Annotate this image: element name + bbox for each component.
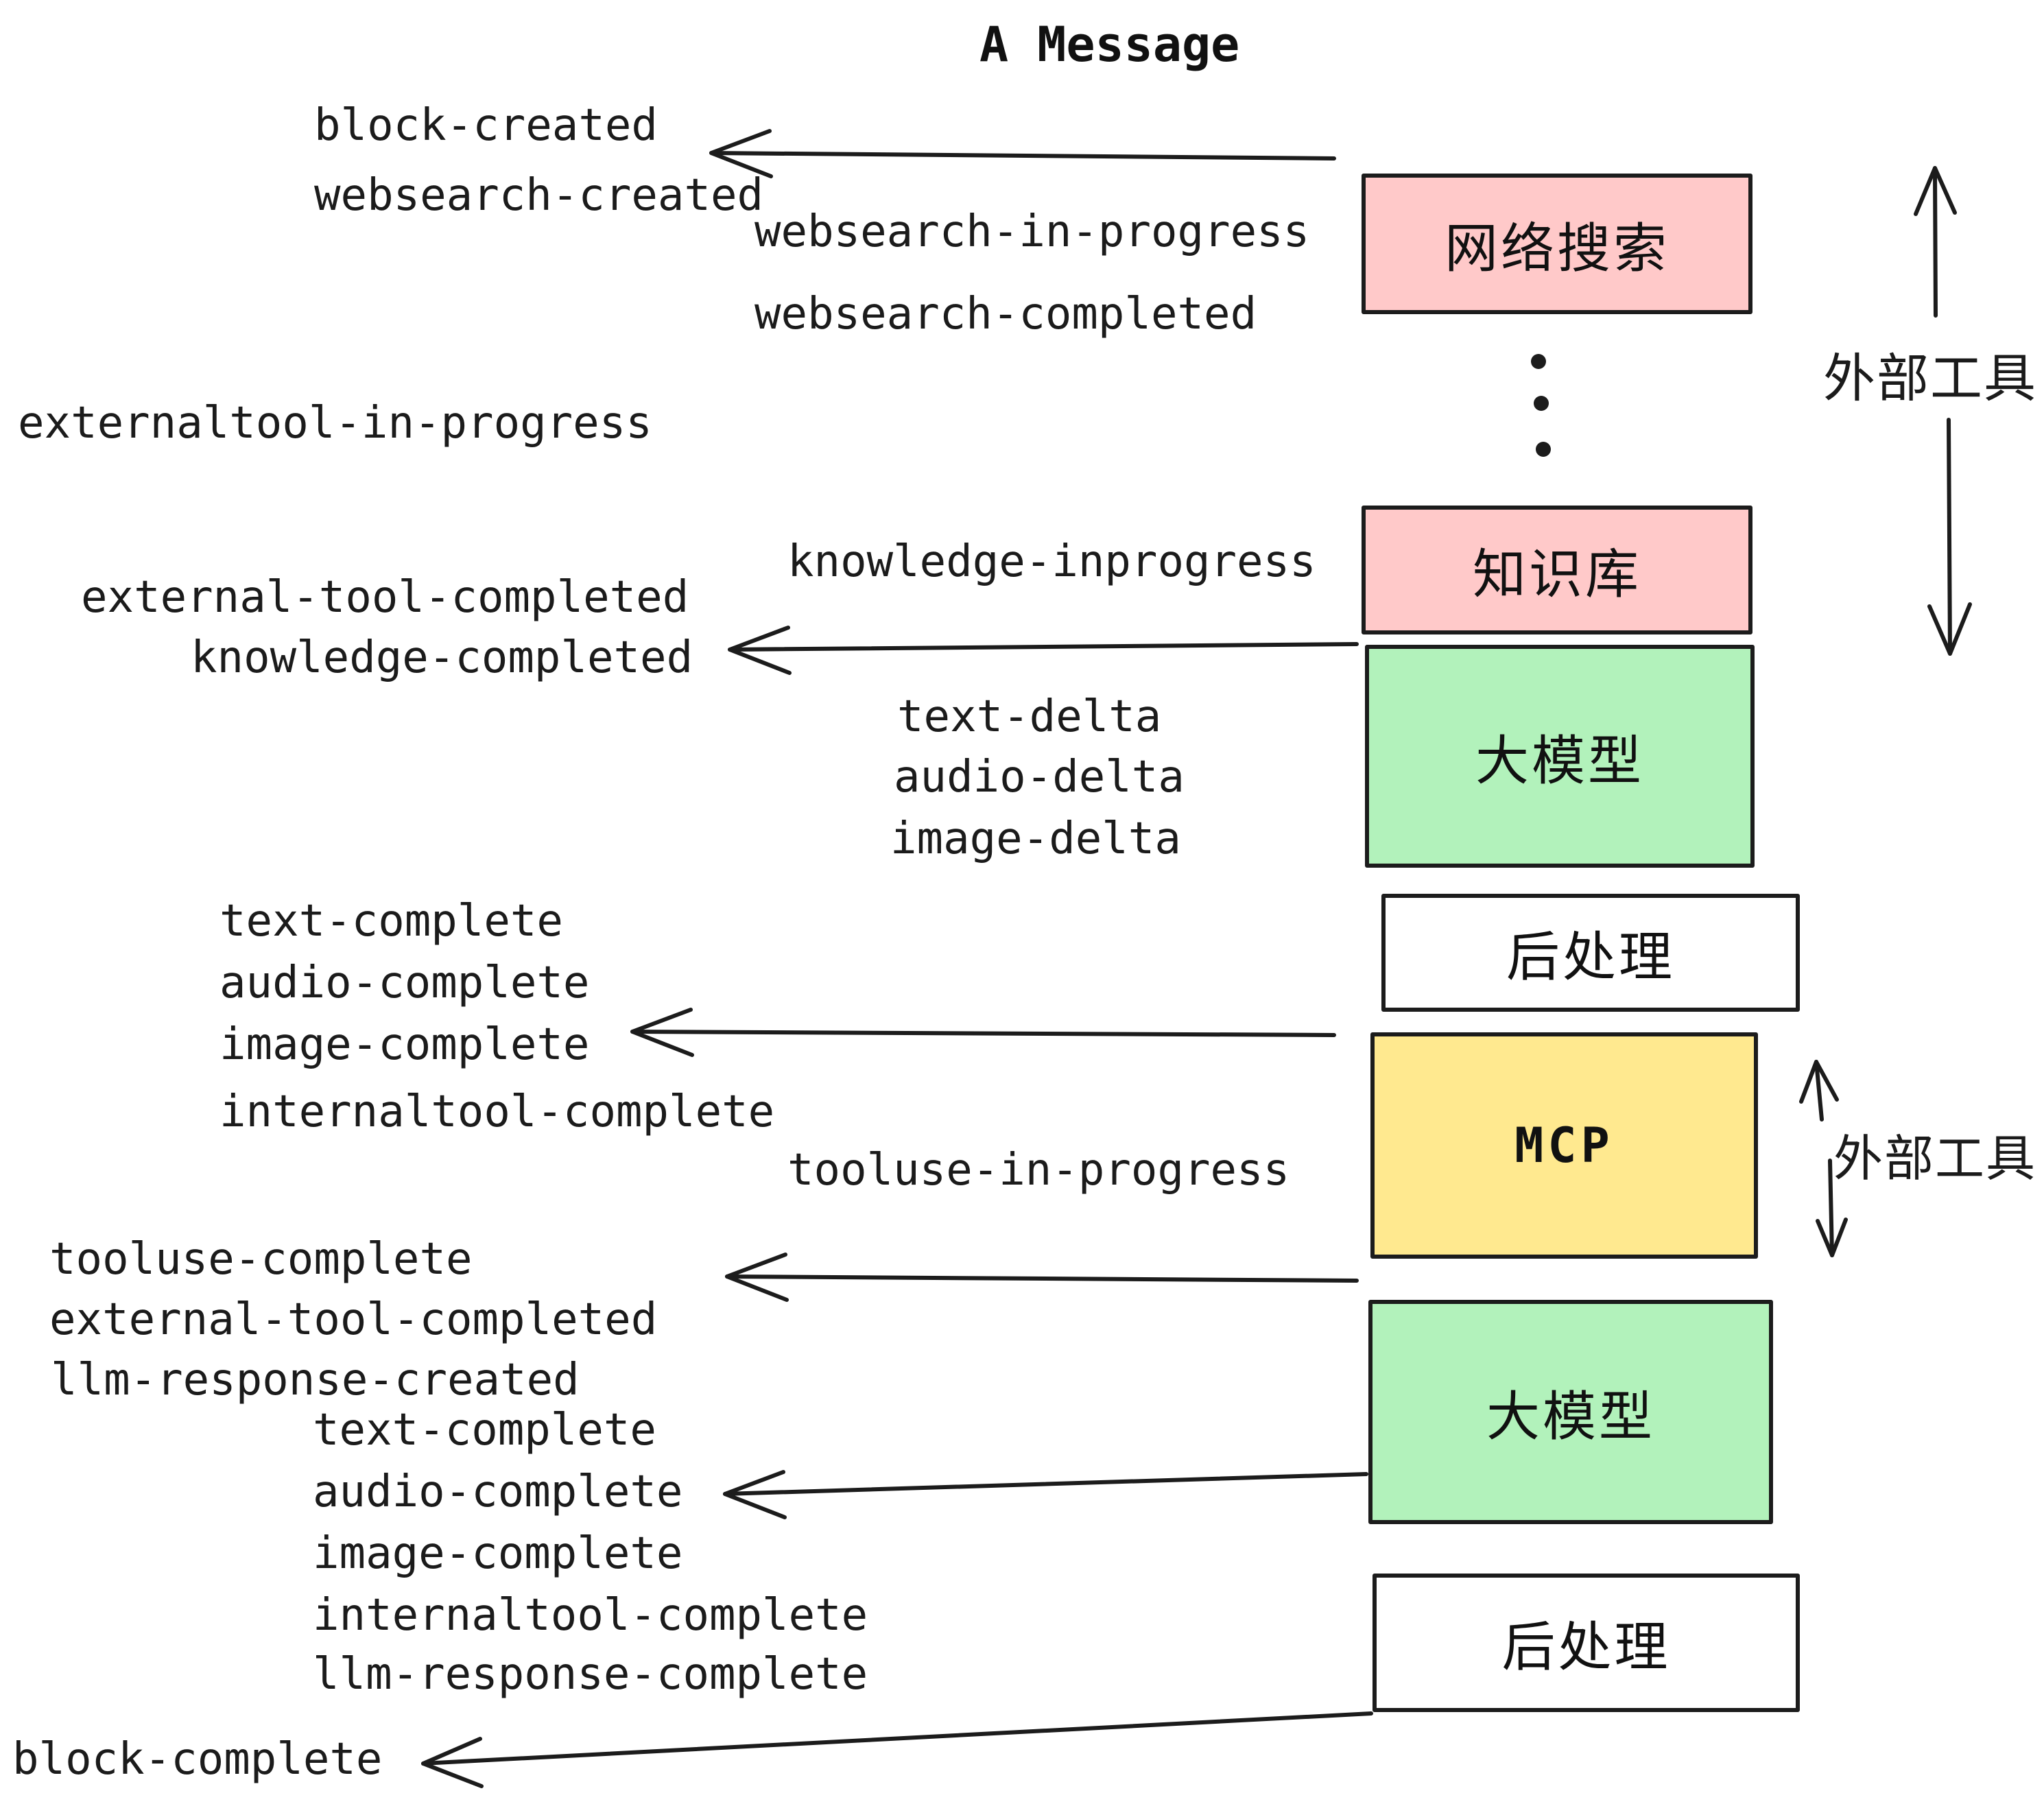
event-label-websearch-completed: websearch-completed bbox=[754, 289, 1257, 340]
event-label-knowledge-inprogress: knowledge-inprogress bbox=[787, 536, 1316, 587]
event-label-external-tool-completed-2: external-tool-completed bbox=[49, 1294, 658, 1345]
box-postprocess-1-label: 后处理 bbox=[1506, 927, 1675, 988]
event-label-internaltool-complete-2: internaltool-complete bbox=[313, 1590, 868, 1641]
event-label-tooluse-complete: tooluse-complete bbox=[49, 1234, 473, 1285]
box-llm-2-label: 大模型 bbox=[1486, 1386, 1655, 1448]
box-web-search: 网络搜索 bbox=[1362, 174, 1752, 314]
box-web-search-label: 网络搜索 bbox=[1444, 217, 1669, 280]
external-tools-label-top: 外部工具 bbox=[1823, 348, 2037, 409]
event-label-text-delta: text-delta bbox=[897, 691, 1162, 742]
left-arrow-icon-knowledge-completed bbox=[728, 626, 1359, 675]
event-label-image-delta: image-delta bbox=[890, 814, 1181, 864]
box-knowledge-base-label: 知识库 bbox=[1472, 544, 1641, 606]
event-label-internaltool-complete: internaltool-complete bbox=[219, 1087, 775, 1137]
box-knowledge-base: 知识库 bbox=[1362, 506, 1752, 634]
left-arrow-icon-tooluse-complete bbox=[725, 1253, 1359, 1302]
event-label-image-complete: image-complete bbox=[219, 1019, 590, 1070]
event-label-llm-response-complete: llm-response-complete bbox=[313, 1649, 868, 1700]
event-label-websearch-in-progress: websearch-in-progress bbox=[754, 206, 1310, 257]
event-label-block-complete: block-complete bbox=[12, 1734, 383, 1785]
event-label-llm-response-created: llm-response-created bbox=[51, 1355, 580, 1405]
left-arrow-icon-image-complete bbox=[630, 1008, 1336, 1057]
event-label-image-complete-2: image-complete bbox=[313, 1528, 683, 1579]
event-label-audio-delta: audio-delta bbox=[894, 752, 1185, 803]
box-postprocess-2: 后处理 bbox=[1372, 1574, 1800, 1712]
event-label-text-complete-2: text-complete bbox=[313, 1405, 656, 1456]
event-label-tooluse-in-progress: tooluse-in-progress bbox=[787, 1145, 1290, 1196]
left-arrow-icon-audio-complete bbox=[723, 1470, 1368, 1519]
event-label-audio-complete-2: audio-complete bbox=[313, 1467, 683, 1517]
event-label-external-tool-completed: external-tool-completed bbox=[81, 572, 689, 623]
box-mcp-label: MCP bbox=[1514, 1117, 1614, 1174]
event-label-knowledge-completed: knowledge-completed bbox=[191, 632, 693, 683]
up-arrow-icon-external-tools-mcp bbox=[1799, 1060, 1839, 1121]
left-arrow-icon-block-created bbox=[709, 129, 1336, 178]
event-label-text-complete: text-complete bbox=[219, 896, 563, 947]
external-tools-label-mcp: 外部工具 bbox=[1833, 1130, 2037, 1187]
box-mcp: MCP bbox=[1370, 1032, 1758, 1259]
diagram-title: A Message bbox=[979, 16, 1240, 73]
left-arrow-icon-block-complete bbox=[421, 1711, 1373, 1788]
box-postprocess-2-label: 后处理 bbox=[1501, 1617, 1671, 1678]
vertical-dots-icon bbox=[1531, 354, 1551, 457]
box-llm-1: 大模型 bbox=[1365, 645, 1755, 868]
event-label-block-created: block-created bbox=[314, 100, 658, 151]
event-label-audio-complete: audio-complete bbox=[219, 958, 590, 1008]
box-llm-2: 大模型 bbox=[1368, 1300, 1773, 1524]
up-arrow-icon-external-tools-top bbox=[1914, 166, 1957, 318]
down-arrow-icon-external-tools-top bbox=[1927, 418, 1972, 656]
box-postprocess-1: 后处理 bbox=[1381, 894, 1800, 1012]
event-label-externaltool-in-progress: externaltool-in-progress bbox=[18, 398, 652, 449]
event-label-websearch-created: websearch-created bbox=[314, 170, 764, 221]
box-llm-1-label: 大模型 bbox=[1475, 730, 1644, 792]
